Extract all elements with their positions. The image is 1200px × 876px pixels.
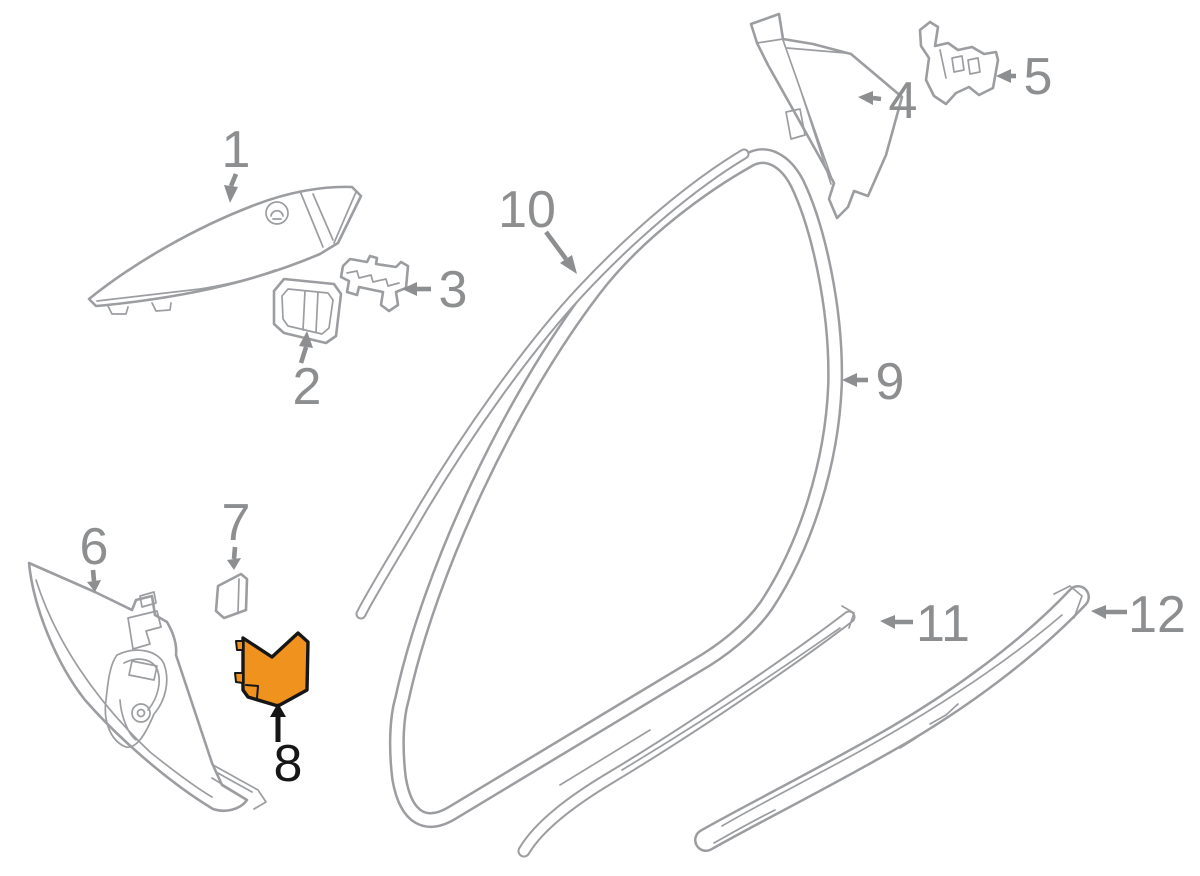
part-9-seal-inner	[391, 150, 841, 826]
part-5-slots	[939, 49, 981, 79]
callout-6-label[interactable]: 6	[80, 518, 109, 576]
callout-7-label[interactable]: 7	[222, 494, 251, 552]
part-6-sill-channel	[211, 764, 267, 810]
part-8-corner-detail	[245, 684, 259, 699]
callout-4-arrow-shaft	[872, 95, 882, 102]
part-11-strip-tip-fold	[841, 605, 855, 629]
part-2-inner-frame	[281, 288, 334, 335]
part-8-highlighted-cover[interactable]	[234, 631, 310, 708]
callout-2[interactable]: 2	[293, 331, 322, 416]
callout-11-arrow-head	[880, 615, 895, 629]
callout-12[interactable]: 12	[1091, 586, 1186, 644]
part-10-pillar-weatherstrip[interactable]	[355, 148, 750, 620]
part-1-foot-left	[107, 305, 129, 315]
part-6-hook-bracket	[127, 610, 162, 650]
callout-4-arrow-head	[858, 91, 873, 105]
callout-5-arrow-head	[996, 69, 1011, 83]
callout-7[interactable]: 7	[222, 494, 251, 570]
part-8-body	[241, 631, 310, 708]
callout-10-label[interactable]: 10	[498, 181, 556, 239]
callout-8-highlighted[interactable]: 8	[270, 703, 302, 793]
callout-4[interactable]: 4	[858, 72, 917, 130]
callout-10-arrow-head	[560, 255, 577, 274]
part-11-strip-channel-line	[621, 627, 841, 771]
part-1-body	[87, 185, 363, 308]
callout-1-arrow-shaft	[228, 173, 239, 187]
part-1-a-pillar-trim[interactable]	[87, 185, 363, 315]
callout-7-arrow-shaft	[231, 546, 238, 560]
part-5-body	[918, 20, 1000, 106]
part-2-divider-lines	[302, 290, 319, 333]
part-6-kick-panel[interactable]	[27, 561, 267, 812]
part-4-body	[749, 12, 904, 220]
part-2-bezel[interactable]	[272, 277, 343, 345]
part-10-strip-inner	[357, 150, 748, 618]
part-3-body	[339, 254, 410, 313]
part-7-pad[interactable]	[214, 572, 249, 620]
callout-3-label[interactable]: 3	[439, 261, 468, 319]
part-1-foot-right	[151, 302, 172, 312]
callout-5[interactable]: 5	[996, 48, 1052, 106]
part-7-fold-line	[237, 578, 240, 614]
part-11-sill-strip[interactable]	[517, 605, 856, 858]
part-1-bottom-edge-line	[96, 269, 276, 302]
part-9-door-opening-seal[interactable]	[388, 148, 844, 828]
callout-12-label[interactable]: 12	[1128, 586, 1186, 644]
part-1-end-fold-line	[299, 190, 357, 248]
part-1-airbag-emblem	[265, 201, 289, 225]
part-6-grommet-inner	[136, 708, 146, 718]
part-12-plate-inner	[696, 587, 1088, 850]
callout-6[interactable]: 6	[80, 518, 109, 592]
part-12-plate-step-detail	[899, 703, 959, 749]
part-12-plate-inner-line	[721, 614, 1063, 827]
callout-1[interactable]: 1	[222, 121, 251, 203]
part-6-anchor-outer	[104, 649, 168, 748]
part-6-body	[27, 561, 249, 812]
callout-8-label[interactable]: 8	[274, 735, 303, 793]
part-12-sill-plate[interactable]	[694, 585, 1090, 852]
part-12-plate-tip-fold	[1053, 585, 1083, 619]
callout-10-arrow-shaft	[544, 230, 568, 261]
part-4-top-tab-line	[756, 38, 784, 44]
part-3-bracket[interactable]	[339, 254, 410, 313]
part-6-anchor-slot	[128, 660, 158, 681]
callout-2-arrow-shaft	[298, 346, 309, 364]
callout-3[interactable]: 3	[402, 261, 467, 319]
callout-1-arrow-head	[224, 185, 238, 203]
part-7-body	[214, 572, 249, 620]
part-4-slot	[785, 108, 806, 140]
callout-4-label[interactable]: 4	[889, 72, 918, 130]
callout-11-label[interactable]: 11	[916, 595, 970, 653]
callout-1-label[interactable]: 1	[222, 121, 251, 179]
callout-7-arrow-head	[227, 558, 241, 570]
callout-8-arrow-head	[270, 703, 286, 717]
callout-9-arrow-head	[842, 373, 857, 387]
part-4-fold-lines	[782, 39, 847, 186]
callout-12-arrow-head	[1091, 605, 1106, 619]
callout-9-label[interactable]: 9	[876, 353, 905, 411]
callout-6-arrow-head	[87, 580, 101, 592]
callout-9[interactable]: 9	[842, 353, 904, 411]
part-9-seal-detail-line	[559, 729, 651, 786]
part-1-airbag-emblem-glyph	[270, 209, 284, 220]
part-5-bracket[interactable]	[918, 20, 1000, 106]
callout-3-arrow-head	[402, 282, 417, 296]
part-4-b-pillar-trim[interactable]	[749, 12, 904, 220]
part-8-tab-upper	[235, 640, 244, 651]
part-6-grommet-outer	[131, 703, 151, 723]
part-6-top-slot	[139, 591, 157, 608]
callout-5-label[interactable]: 5	[1024, 48, 1053, 106]
callout-2-arrow-head	[299, 331, 313, 348]
callout-11[interactable]: 11	[880, 595, 970, 653]
part-12-plate-end-cap-line	[713, 809, 776, 844]
callout-10[interactable]: 10	[498, 181, 577, 274]
callout-2-label[interactable]: 2	[293, 358, 322, 416]
part-8-tab-lower	[234, 672, 244, 684]
callout-6-arrow-shaft	[90, 569, 97, 582]
part-3-zigzag-detail	[346, 270, 400, 287]
